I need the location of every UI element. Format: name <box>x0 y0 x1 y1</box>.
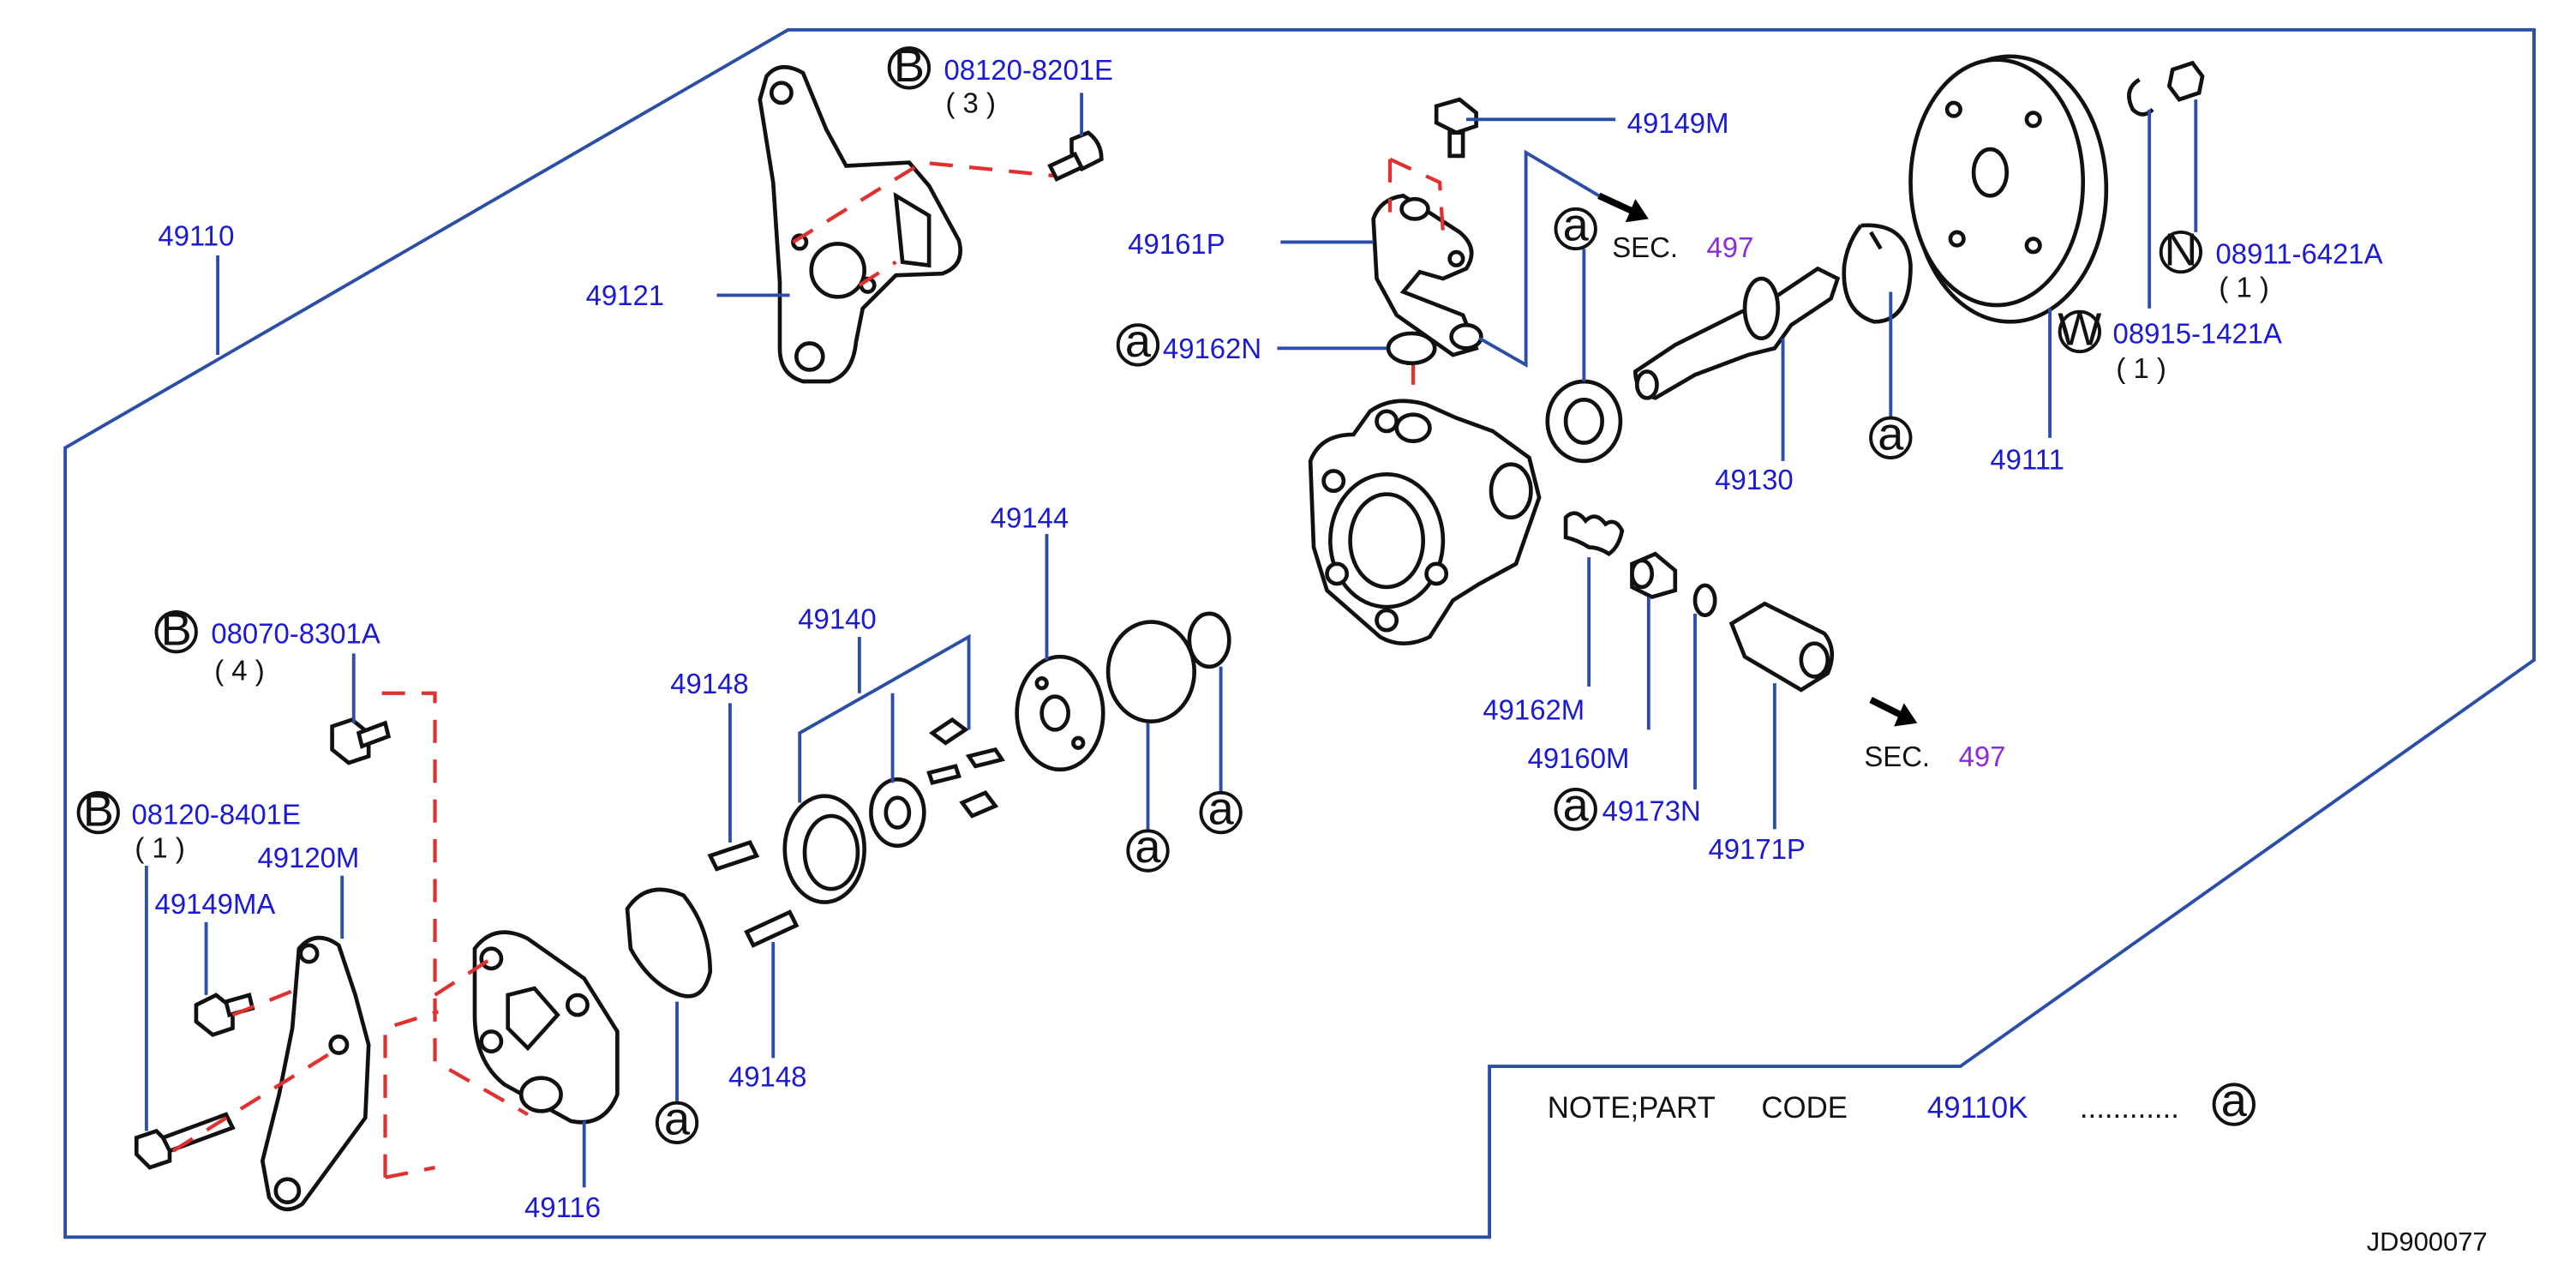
svg-text:a: a <box>1563 200 1590 251</box>
bracket-49121 <box>758 65 962 384</box>
note-prefix: NOTE;PART <box>1548 1091 1716 1125</box>
label-sec-bottom: SEC. <box>1864 741 1930 772</box>
connector-49171P <box>1728 601 1835 693</box>
label-49148-upper: 49148 <box>670 668 748 699</box>
pin-49148-lower <box>744 909 800 948</box>
svg-text:a: a <box>2221 1075 2248 1126</box>
marker-a-4: a <box>1199 783 1243 835</box>
label-08915-1421A: 08915-1421A <box>2113 318 2282 350</box>
svg-text:a: a <box>1563 780 1590 831</box>
label-49149MA: 49149MA <box>155 888 276 920</box>
spring-49162M <box>1563 511 1625 557</box>
marker-b-low: B <box>76 785 120 837</box>
label-49116: 49116 <box>524 1191 601 1223</box>
label-49149M: 49149M <box>1627 107 1729 139</box>
valve-49160M <box>1630 551 1678 600</box>
assembly-boundary <box>63 27 2536 1239</box>
marker-a-2: a <box>1554 200 1597 251</box>
marker-a-1: a <box>1116 315 1160 367</box>
arrow-sec-top-head <box>1625 199 1649 223</box>
label-49120M: 49120M <box>258 842 360 873</box>
label-49161P: 49161P <box>1128 228 1225 260</box>
note-code-word: CODE <box>1761 1091 1848 1125</box>
snap-ring <box>1842 223 1913 324</box>
svg-text:a: a <box>1135 821 1161 873</box>
svg-text:B: B <box>161 604 192 656</box>
label-08070-8301A: 08070-8301A <box>211 618 380 650</box>
link-bracket-lower <box>171 987 340 1153</box>
marker-w: W <box>2058 303 2101 355</box>
side-plate-49144 <box>1015 654 1105 772</box>
label-qty-4: ( 4 ) <box>214 654 264 686</box>
svg-text:N: N <box>2164 225 2197 276</box>
label-08120-8401E: 08120-8401E <box>131 799 300 831</box>
label-qty-3: ( 3 ) <box>945 87 995 119</box>
svg-text:a: a <box>1125 315 1152 367</box>
gasket <box>625 887 713 999</box>
label-qty-1-bolt: ( 1 ) <box>135 831 184 863</box>
label-49140: 49140 <box>798 603 876 634</box>
svg-text:a: a <box>664 1093 691 1144</box>
link-bracket-bolt <box>792 160 1056 287</box>
washer-part <box>2127 77 2154 117</box>
label-49162N: 49162N <box>1163 333 1261 364</box>
o-ring-small <box>1187 611 1231 669</box>
leader-lines <box>144 93 2198 1188</box>
bolt-49149MA <box>194 992 255 1037</box>
figure-id: JD900077 <box>2367 1227 2488 1257</box>
marker-a-7: a <box>1554 780 1597 831</box>
marker-a-3: a <box>1869 408 1913 459</box>
label-49110: 49110 <box>158 219 234 251</box>
marker-b-mid: B <box>154 604 198 656</box>
svg-text:B: B <box>894 40 925 92</box>
pin-49148-upper <box>707 840 760 872</box>
o-ring-49173N <box>1692 583 1717 618</box>
marker-a-5: a <box>1126 821 1170 873</box>
svg-text:a: a <box>1878 408 1904 459</box>
label-49162M: 49162M <box>1483 694 1585 726</box>
pump-body <box>1308 399 1542 646</box>
marker-n: N <box>2159 225 2203 276</box>
svg-text:B: B <box>83 785 114 837</box>
note-dots: ............ <box>2080 1091 2179 1125</box>
nut-part <box>2166 60 2205 102</box>
bolt-08120-8201E <box>1047 130 1104 183</box>
label-qty-1-washer: ( 1 ) <box>2116 352 2166 384</box>
oil-seal <box>1545 379 1623 464</box>
label-49171P: 49171P <box>1708 833 1805 865</box>
bracket-49120M <box>260 935 371 1212</box>
label-sec-bottom-number[interactable]: 497 <box>1959 741 2006 772</box>
bolt-49149M <box>1434 97 1478 159</box>
label-49160M: 49160M <box>1528 742 1630 774</box>
svg-text:a: a <box>1208 783 1235 835</box>
label-49121: 49121 <box>586 279 664 311</box>
label-sec-top: SEC. <box>1612 231 1678 263</box>
cam-ring-49140 <box>782 794 866 904</box>
pulley-49111 <box>1908 54 2109 324</box>
marker-b-top: B <box>887 40 932 92</box>
o-ring-large <box>1105 620 1197 723</box>
rear-cover-49116 <box>472 930 620 1125</box>
label-49148-lower: 49148 <box>728 1060 806 1092</box>
marker-a-note: a <box>2212 1075 2255 1126</box>
arrow-sec-bottom-head <box>1894 703 1918 727</box>
label-49173N: 49173N <box>1603 795 1701 827</box>
o-ring-49162N <box>1386 331 1437 366</box>
vanes-49140 <box>926 717 1006 819</box>
bolt-08070-8301A <box>330 717 392 765</box>
label-qty-1-nut: ( 1 ) <box>2219 271 2268 303</box>
label-49130: 49130 <box>1715 464 1793 495</box>
banjo-fitting-49161P <box>1371 193 1483 357</box>
label-49144: 49144 <box>991 501 1069 533</box>
label-sec-top-number[interactable]: 497 <box>1707 231 1754 263</box>
label-08120-8201E: 08120-8201E <box>944 54 1113 86</box>
svg-text:W: W <box>2058 303 2101 355</box>
rotor-49140 <box>869 777 926 849</box>
label-08911-6421A: 08911-6421A <box>2216 238 2383 270</box>
shaft-49130 <box>1633 266 1841 400</box>
marker-a-6: a <box>655 1093 699 1144</box>
label-49111: 49111 <box>1990 444 2064 476</box>
note-part-code: 49110K <box>1927 1091 2028 1125</box>
